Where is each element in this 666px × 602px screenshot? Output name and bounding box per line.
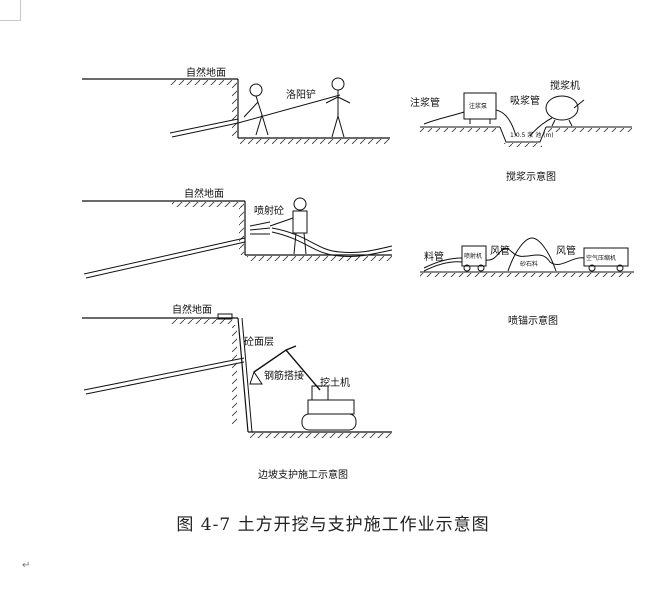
svg-text:空气压缩机: 空气压缩机 <box>586 254 616 262</box>
grout-caption: 搅浆示意图 <box>506 170 556 183</box>
gun-label: 喷射砼 <box>254 204 284 217</box>
excavator-label: 挖土机 <box>320 376 350 389</box>
worker-figure <box>243 83 269 136</box>
air-compressor: 空气压缩机 <box>583 247 629 272</box>
sprayer-machine: 喷射机 <box>461 245 487 272</box>
svg-text:喷射机: 喷射机 <box>464 252 482 260</box>
worker-figure <box>269 197 308 255</box>
ground-label: 自然地面 <box>172 303 212 316</box>
grout-pump: 注浆泵 <box>463 92 497 124</box>
page-corner-marker <box>0 0 21 21</box>
grout-mixer <box>545 95 585 127</box>
air-pipe-label: 风管 <box>490 244 510 257</box>
worker-figure <box>325 77 351 138</box>
slope-panel-top: 自然地面 洛阳铲 <box>82 66 390 144</box>
ground-label: 自然地面 <box>186 66 226 79</box>
air-pipe-label: 风管 <box>556 244 576 257</box>
layer-label: 砼面层 <box>244 335 274 348</box>
figure-caption: 图 4-7 土方开挖与支护施工作业示意图 <box>176 515 490 535</box>
pool-label: 1:0.5 浆 池 (m) <box>510 131 554 139</box>
material-pipe-label: 料管 <box>424 250 444 263</box>
paragraph-mark: ↵ <box>22 560 31 571</box>
rebar-label: 钢筋搭接 <box>264 369 304 382</box>
svg-text:砂石料: 砂石料 <box>520 260 538 268</box>
tool-label: 洛阳铲 <box>286 88 316 101</box>
shotcrete-caption: 喷锚示意图 <box>508 314 558 327</box>
slope-panel-middle: 自然地面 喷射砼 <box>82 187 393 279</box>
slope-panel-bottom: 自然地面 砼面层 钢筋搭接 挖土机 <box>82 303 392 438</box>
svg-text:注浆泵: 注浆泵 <box>469 102 487 110</box>
slope-caption: 边坡支护施工示意图 <box>258 468 348 481</box>
mixer-label: 搅浆机 <box>550 79 580 92</box>
ground-label: 自然地面 <box>184 187 224 200</box>
excavator-figure <box>249 345 357 431</box>
suction-pipe-label: 吸浆管 <box>510 94 540 107</box>
inject-pipe-label: 注浆管 <box>410 96 440 109</box>
shotcrete-panel: 喷射机 砂石料 空气压缩机 料管 风管 风管 <box>420 237 634 277</box>
grout-panel: 1:0.5 浆 池 (m) 注浆泵 注浆管 吸浆管 搅浆机 <box>410 79 632 147</box>
